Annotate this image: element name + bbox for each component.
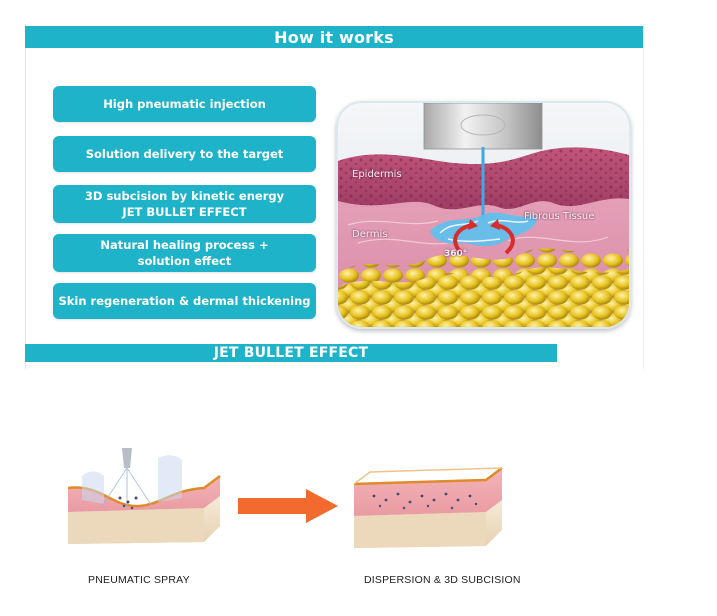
banner-title: How it works [274,27,394,47]
how-it-works-banner: How it works [25,26,643,48]
how-it-works-frame [25,24,644,369]
epidermis-label: Epidermis [352,169,402,180]
section-title: JET BULLET EFFECT [213,345,369,361]
step-solution-delivery: Solution delivery to the target [53,136,316,172]
step-3d-subcision: 3D subcision by kinetic energy JET BULLE… [53,185,316,223]
step-high-pneumatic-injection: High pneumatic injection [53,86,316,122]
dispersion-caption: DISPERSION & 3D SUBCISION [364,574,521,586]
step-label: Natural healing process + [100,238,269,252]
step-label: 3D subcision by kinetic energy [84,189,285,203]
pneumatic-spray-caption: PNEUMATIC SPRAY [88,574,190,586]
step-label-sub: JET BULLET EFFECT [122,205,247,219]
pneumatic-spray-illustration [62,448,224,548]
step-label: Solution delivery to the target [85,147,284,161]
fibrous-tissue-label: Fibrous Tissue [524,211,595,222]
dispersion-illustration [350,462,506,552]
progression-arrow [236,488,340,524]
dispersion-graphic [353,467,503,548]
step-skin-regeneration: Skin regeneration & dermal thickening [53,283,316,319]
step-label-sub: solution effect [137,254,232,268]
jet-bullet-effect-banner: JET BULLET EFFECT [25,344,557,362]
skin-layers-graphic [338,103,629,327]
skin-cross-section-illustration: Epidermis Dermis Fibrous Tissue 360° [336,101,631,329]
rotation-label: 360° [444,249,468,259]
dermis-label: Dermis [352,229,388,240]
step-label: High pneumatic injection [103,97,266,111]
step-natural-healing: Natural healing process + solution effec… [53,234,316,272]
step-label: Skin regeneration & dermal thickening [58,294,311,308]
pneumatic-spray-graphic [67,448,221,544]
arrow-right-icon [238,489,338,523]
